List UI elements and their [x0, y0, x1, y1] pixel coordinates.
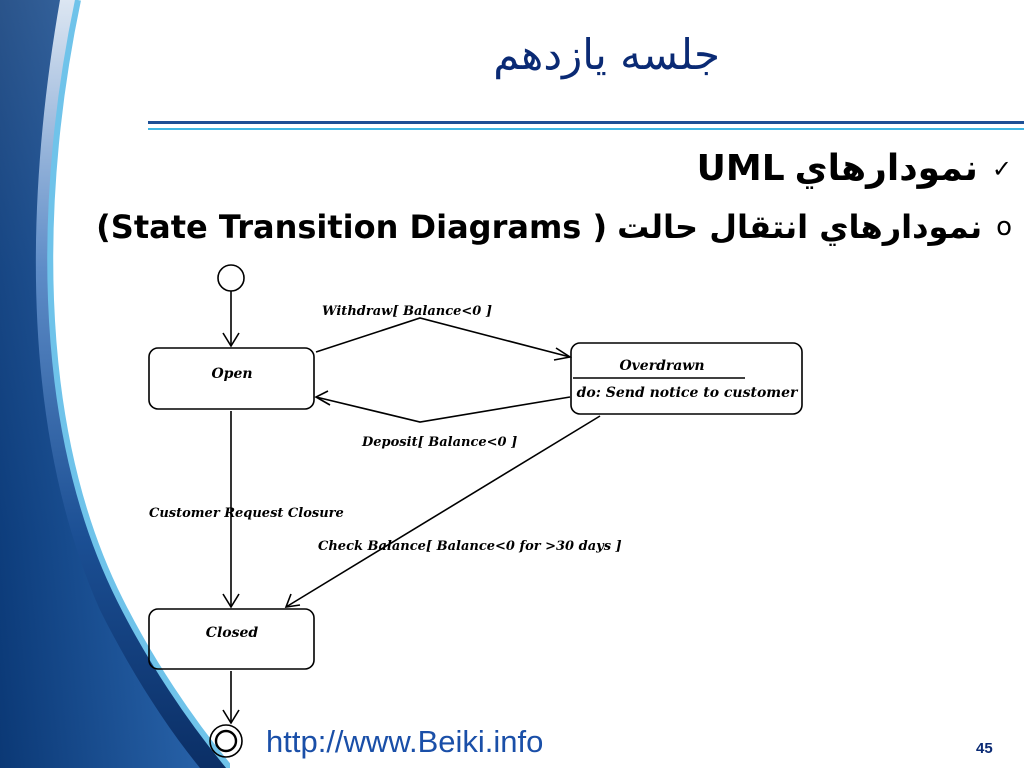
transition-deposit	[315, 396, 571, 423]
bullet2-rtl-text: نمودارهاي انتقال حالت	[617, 208, 983, 246]
state-open-label: Open	[211, 366, 252, 382]
check-mark-icon: ✓	[991, 154, 1012, 183]
bullet-state-transition: (State Transition Diagrams ) نمودارهاي ا…	[96, 208, 1012, 246]
bullet2-ltr-text: (State Transition Diagrams )	[96, 208, 608, 246]
title-rule-dark	[148, 121, 1024, 124]
state-closed-label: Closed	[206, 625, 259, 641]
transition-check-balance	[285, 415, 601, 608]
title-rule-light	[148, 128, 1024, 130]
final-state-inner	[214, 729, 238, 753]
bullet-uml: UML نمودارهاي ✓	[697, 148, 1012, 189]
transition-check-balance-label: Check Balance[ Balance<0 for >30 days ]	[318, 539, 622, 554]
initial-state	[217, 264, 245, 292]
state-closed	[148, 608, 315, 670]
bullet1-rtl-text: نمودارهاي	[794, 148, 978, 189]
circle-bullet-icon: o	[996, 212, 1012, 242]
bullet1-ltr-text: UML	[696, 148, 785, 189]
state-overdrawn-label: Overdrawn	[619, 358, 704, 374]
transition-customer-request-label: Customer Request Closure	[149, 506, 344, 521]
transition-withdraw	[315, 317, 571, 358]
state-overdrawn-activity: do: Send notice to customer	[577, 385, 799, 401]
page-number: 45	[976, 740, 993, 757]
transition-withdraw-label: Withdraw[ Balance<0 ]	[322, 304, 492, 319]
transition-deposit-label: Deposit[ Balance<0 ]	[361, 435, 517, 450]
footer-url-link[interactable]: http://www.Beiki.info	[266, 724, 544, 759]
sidebar-decoration	[0, 0, 230, 768]
state-overdrawn	[570, 342, 803, 415]
final-state-outer	[209, 724, 243, 758]
state-open	[148, 347, 315, 410]
page-title: جلسه يازدهم	[493, 30, 720, 79]
